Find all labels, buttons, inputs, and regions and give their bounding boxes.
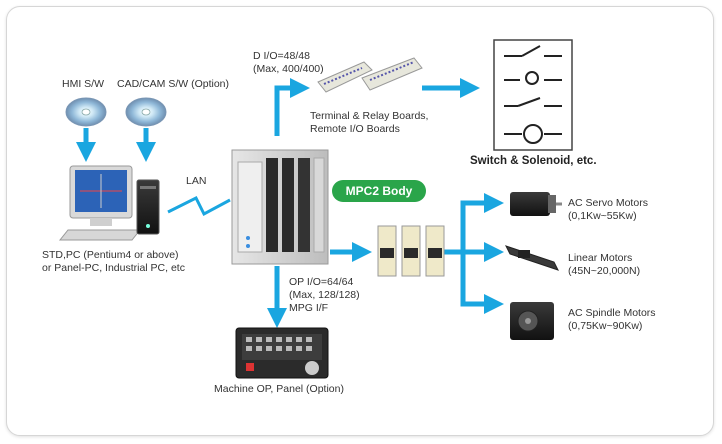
- hmi-sw-label: HMI S/W: [62, 78, 104, 90]
- operator-panel-icon: [235, 327, 329, 379]
- switch-solenoid-label: Switch & Solenoid, etc.: [470, 155, 597, 167]
- remote-io-label: Remote I/O Boards: [310, 123, 400, 135]
- cad-cam-label: CAD/CAM S/W (Option): [117, 78, 230, 90]
- servo-driver-icon: [377, 225, 445, 277]
- mpc2-body-badge: MPC2 Body: [332, 180, 426, 202]
- pc-label-line1: STD,PC (Pentium4 or above): [42, 249, 179, 261]
- dio-label: D I/O=48/48: [253, 50, 310, 62]
- ac-servo-range-label: (0,1Kw~55Kw): [568, 210, 637, 222]
- linear-range-label: (45N~20,000N): [568, 265, 641, 277]
- mpg-label: MPG I/F: [289, 302, 329, 314]
- ac-servo-label: AC Servo Motors: [568, 197, 648, 209]
- switch-symbol-icon: [493, 39, 573, 151]
- op-io-label: OP I/O=64/64: [289, 276, 354, 288]
- relay-board-icon: [317, 57, 423, 93]
- machine-op-label: Machine OP, Panel (Option): [214, 383, 344, 395]
- linear-label: Linear Motors: [568, 252, 633, 264]
- lan-label: LAN: [186, 175, 207, 187]
- terminal-boards-label: Terminal & Relay Boards,: [310, 110, 429, 122]
- lan-zigzag: [167, 195, 231, 217]
- spindle-motor-icon: [510, 302, 554, 340]
- ac-spindle-range-label: (0,75Kw~90Kw): [568, 320, 643, 332]
- op-io-max-label: (Max, 128/128): [289, 289, 360, 301]
- mpc2-controller-icon: [231, 149, 329, 265]
- linear-motor-icon: [505, 245, 559, 271]
- arrow-body-to-boards: [274, 78, 310, 136]
- diagram-frame: [6, 6, 714, 436]
- pc-workstation-icon: [58, 165, 160, 241]
- connector-lines: [76, 78, 504, 328]
- cd-disc-icon: [125, 97, 167, 127]
- ac-spindle-label: AC Spindle Motors: [568, 307, 656, 319]
- dio-max-label: (Max, 400/400): [253, 63, 324, 75]
- pc-label-line2: or Panel-PC, Industrial PC, etc: [42, 262, 185, 274]
- cd-disc-icon: [65, 97, 107, 127]
- servo-motor-icon: [510, 192, 562, 216]
